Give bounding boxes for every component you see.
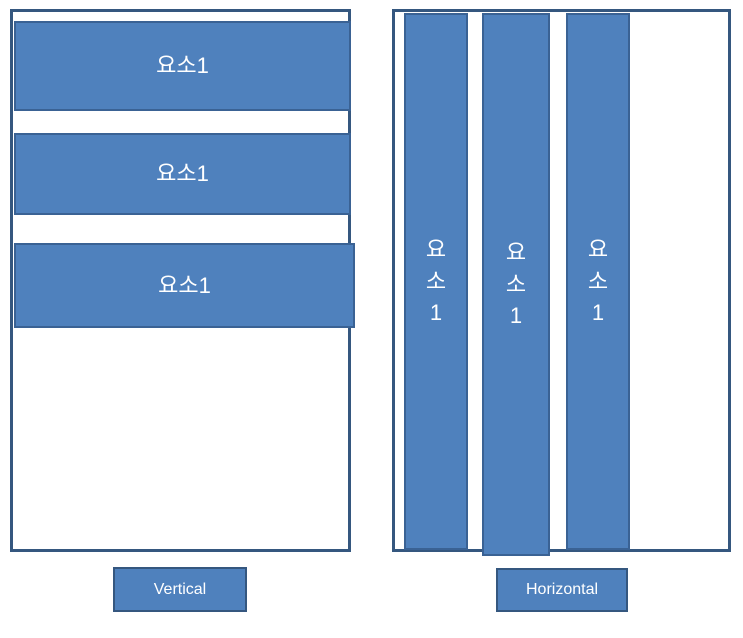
horizontal-element-1-label: 요소1 — [425, 236, 447, 326]
vertical-caption-button[interactable]: Vertical — [113, 567, 247, 612]
vertical-element-3-label: 요소1 — [158, 272, 211, 298]
horizontal-layout-container: 요소1 요소1 요소1 — [392, 9, 731, 556]
horizontal-element-1[interactable]: 요소1 — [404, 13, 468, 550]
vertical-element-1-label: 요소1 — [156, 53, 209, 79]
vertical-element-2[interactable]: 요소1 — [14, 133, 351, 215]
horizontal-caption-label: Horizontal — [525, 581, 599, 598]
vertical-element-2-label: 요소1 — [156, 161, 209, 187]
horizontal-caption-button[interactable]: Horizontal — [496, 568, 628, 612]
vertical-element-1[interactable]: 요소1 — [14, 21, 351, 111]
vertical-caption-label: Vertical — [153, 580, 207, 598]
horizontal-element-3-label: 요소1 — [587, 236, 609, 326]
horizontal-element-3[interactable]: 요소1 — [566, 13, 630, 550]
vertical-element-3[interactable]: 요소1 — [14, 243, 355, 328]
horizontal-element-2-label: 요소1 — [505, 239, 527, 329]
horizontal-element-2[interactable]: 요소1 — [482, 13, 550, 556]
vertical-layout-container: 요소1 요소1 요소1 — [10, 9, 355, 552]
